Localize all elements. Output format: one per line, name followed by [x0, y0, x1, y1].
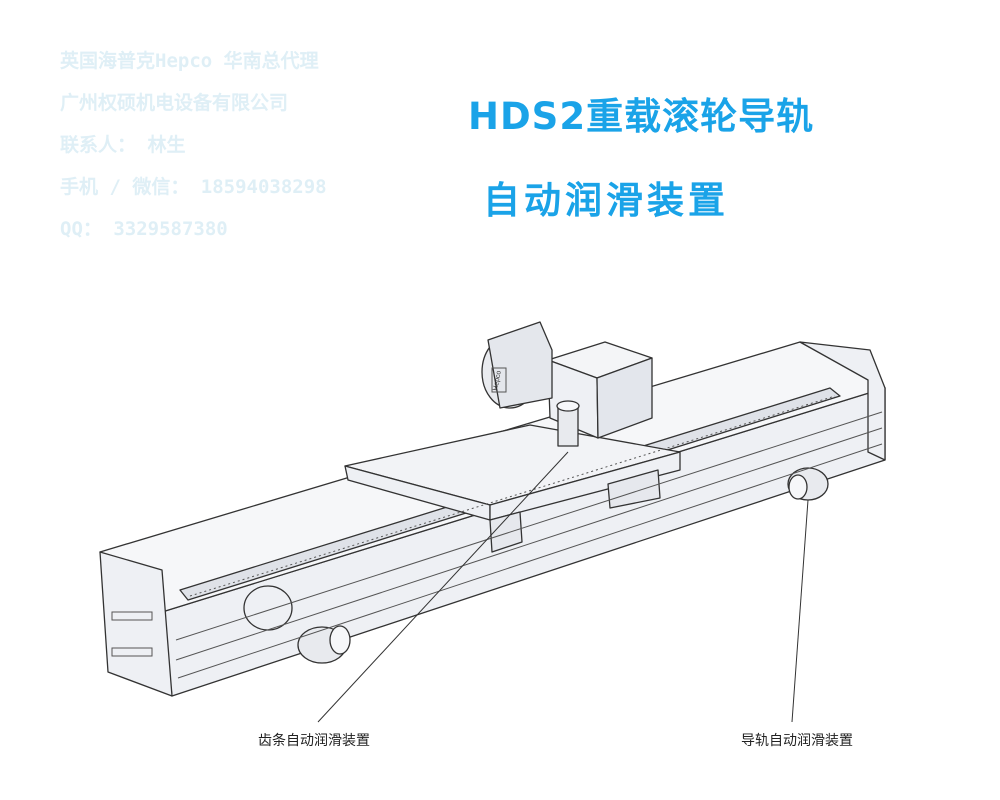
watermark-block: 英国海普克Hepco 华南总代理 广州权硕机电设备有限公司 联系人： 林生 手机… — [60, 40, 327, 250]
page-subtitle: 自动润滑装置 — [483, 179, 729, 222]
gearbox-side — [596, 357, 653, 439]
motor-label: Hepco — [492, 370, 502, 391]
page-title: HDS2重载滚轮导轨 — [468, 95, 815, 138]
right-end-block — [799, 341, 886, 461]
rack-lubrication-callout: 齿条自动润滑装置 — [258, 733, 370, 749]
rack-lubricator — [557, 405, 579, 447]
watermark-phone: 手机 / 微信： 18594038298 — [60, 176, 327, 198]
rail-lubrication-callout: 导轨自动润滑装置 — [741, 733, 853, 749]
carriage-plate-side — [489, 451, 681, 521]
lubricator-cap — [556, 400, 580, 412]
watermark-distributor: 广州权硕机电设备有限公司 — [60, 92, 289, 114]
rack-leader-line — [317, 451, 569, 723]
rail-leader-line — [791, 499, 809, 723]
left-end-cap — [99, 551, 173, 697]
watermark-qq: QQ： 3329587380 — [60, 218, 228, 240]
rail-lubricator-right-knob — [788, 474, 808, 500]
rail-lubricator-left-knob — [329, 625, 351, 655]
watermark-company: 英国海普克Hepco 华南总代理 — [60, 50, 319, 72]
watermark-contact: 联系人： 林生 — [60, 134, 186, 156]
motor-housing — [487, 321, 553, 409]
